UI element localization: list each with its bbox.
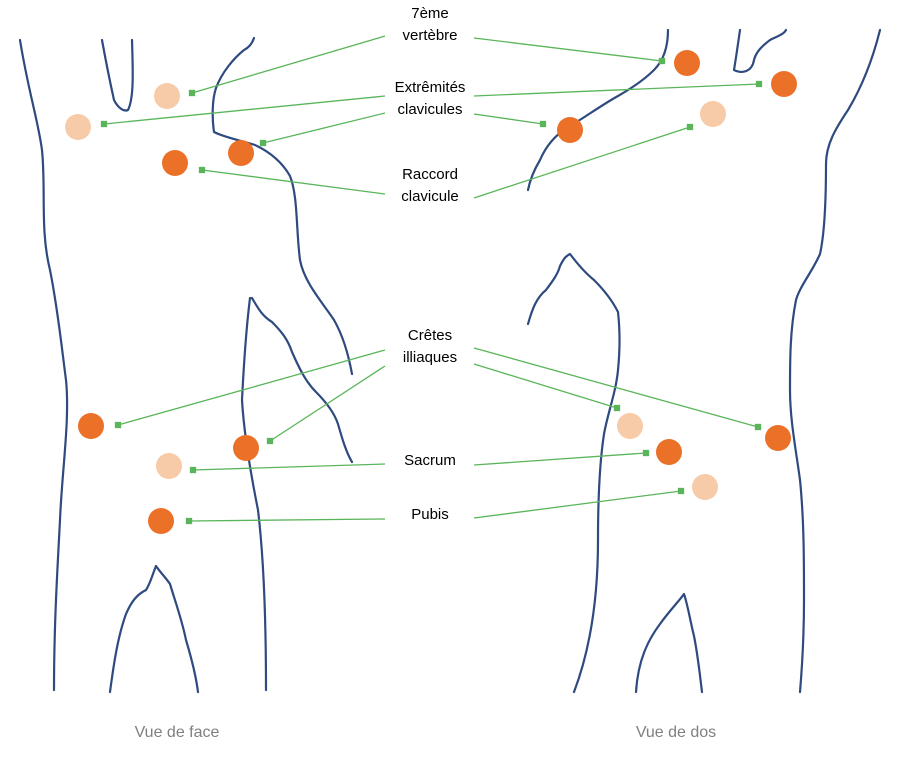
front-clavicle-ends-marker-1 xyxy=(154,83,180,109)
back-clavicle-ends-marker-2-leader-line xyxy=(473,83,760,97)
label-vertebra: 7ème vertèbre xyxy=(360,3,500,47)
back-iliac-crests-marker-5-leader-endpoint xyxy=(613,404,621,412)
back-pubis-marker-8-leader-endpoint xyxy=(677,487,685,495)
label-clavicle-ends-line2: clavicules xyxy=(397,101,463,118)
front-right-forearm xyxy=(250,296,354,464)
label-sacrum-line1: Sacrum xyxy=(404,452,456,469)
back-sacrum-marker-7-leader-line xyxy=(473,452,647,466)
front-clavicle-ends-marker-2-leader-endpoint xyxy=(100,120,108,128)
back-pubis-marker-8 xyxy=(692,474,718,500)
back-markers xyxy=(557,50,797,500)
back-clavicle-ends-marker-3 xyxy=(557,117,583,143)
label-clavicle-joint: Raccord clavicule xyxy=(360,164,500,208)
back-sacrum-marker-7-leader-endpoint xyxy=(642,449,650,457)
back-clavicle-joint-marker-4 xyxy=(700,101,726,127)
back-iliac-crests-marker-6-leader-endpoint xyxy=(754,423,762,431)
back-iliac-crests-marker-6 xyxy=(765,425,791,451)
back-neck-right xyxy=(732,28,788,73)
label-vertebra-line2: vertèbre xyxy=(402,27,458,44)
label-clavicle-ends-line1: Extrêmités xyxy=(394,79,466,96)
front-sacrum-marker-7 xyxy=(156,453,182,479)
front-clavicle-joint-marker-4-leader-line xyxy=(201,169,386,195)
front-iliac-crests-marker-5 xyxy=(78,413,104,439)
caption-front-view: Vue de face xyxy=(134,724,220,741)
back-vertebra-marker-1 xyxy=(674,50,700,76)
front-clavicle-ends-marker-1-leader-endpoint xyxy=(188,89,196,97)
back-sacrum-marker-7 xyxy=(656,439,682,465)
back-clavicle-joint-marker-4-leader-line xyxy=(473,126,691,199)
label-clavicle-joint-line1: Raccord xyxy=(402,166,458,183)
back-torso-right-edge xyxy=(788,28,882,694)
front-iliac-crests-marker-6-leader-line xyxy=(269,365,386,442)
back-left-leg xyxy=(634,592,704,694)
front-iliac-crests-marker-6 xyxy=(233,435,259,461)
front-iliac-crests-marker-6-leader-endpoint xyxy=(266,437,274,445)
label-iliac-crests-line1: Crêtes xyxy=(407,327,453,344)
label-clavicle-ends: Extrêmités clavicules xyxy=(360,77,500,121)
back-iliac-crests-marker-5-leader-line xyxy=(473,363,618,409)
front-iliac-crests-marker-5-leader-endpoint xyxy=(114,421,122,429)
label-pubis: Pubis xyxy=(360,504,500,526)
back-clavicle-ends-marker-3-leader-line xyxy=(473,113,544,125)
front-torso-left-edge xyxy=(18,38,69,692)
front-sacrum-marker-7-leader-endpoint xyxy=(189,466,197,474)
caption-back-view: Vue de dos xyxy=(635,724,717,741)
back-pubis-marker-8-leader-line xyxy=(473,490,682,519)
back-clavicle-ends-marker-2-leader-endpoint xyxy=(755,80,763,88)
back-iliac-crests-marker-5 xyxy=(617,413,643,439)
back-iliac-crests-marker-6-leader-line xyxy=(473,347,759,428)
back-clavicle-ends-marker-3-leader-endpoint xyxy=(539,120,547,128)
front-left-leg xyxy=(108,564,200,694)
front-iliac-crests-marker-5-leader-line xyxy=(117,349,386,426)
back-left-arm xyxy=(526,252,621,694)
front-clavicle-ends-marker-1-leader-line xyxy=(191,35,386,94)
label-pubis-line1: Pubis xyxy=(411,506,449,523)
front-clavicle-ends-marker-2-leader-line xyxy=(103,95,386,125)
back-neck-left xyxy=(526,28,670,192)
front-pubis-marker-8-leader-line xyxy=(188,518,386,522)
back-clavicle-joint-marker-4-leader-endpoint xyxy=(686,123,694,131)
front-clavicle-ends-marker-3-leader-endpoint xyxy=(259,139,267,147)
label-iliac-crests: Crêtes illiaques xyxy=(360,325,500,369)
label-vertebra-line1: 7ème xyxy=(411,5,449,22)
back-clavicle-ends-marker-2 xyxy=(771,71,797,97)
front-torso-right-edge xyxy=(240,296,268,692)
back-vertebra-marker-1-leader-line xyxy=(473,37,663,62)
front-clavicle-joint-marker-4 xyxy=(162,150,188,176)
front-sacrum-marker-7-leader-line xyxy=(192,463,386,471)
label-sacrum: Sacrum xyxy=(360,450,500,472)
front-pubis-marker-8-leader-endpoint xyxy=(185,517,193,525)
leader-lines xyxy=(100,35,763,525)
front-clavicle-ends-marker-3 xyxy=(228,140,254,166)
front-clavicle-ends-marker-3-leader-line xyxy=(262,112,386,144)
label-iliac-crests-line2: illiaques xyxy=(402,349,458,366)
front-pubis-marker-8 xyxy=(148,508,174,534)
front-clavicle-ends-marker-2 xyxy=(65,114,91,140)
front-left-arm xyxy=(100,38,134,112)
back-vertebra-marker-1-leader-endpoint xyxy=(658,57,666,65)
front-right-arm xyxy=(211,36,354,376)
front-clavicle-joint-marker-4-leader-endpoint xyxy=(198,166,206,174)
label-clavicle-joint-line2: clavicule xyxy=(401,188,459,205)
front-markers xyxy=(65,83,259,534)
